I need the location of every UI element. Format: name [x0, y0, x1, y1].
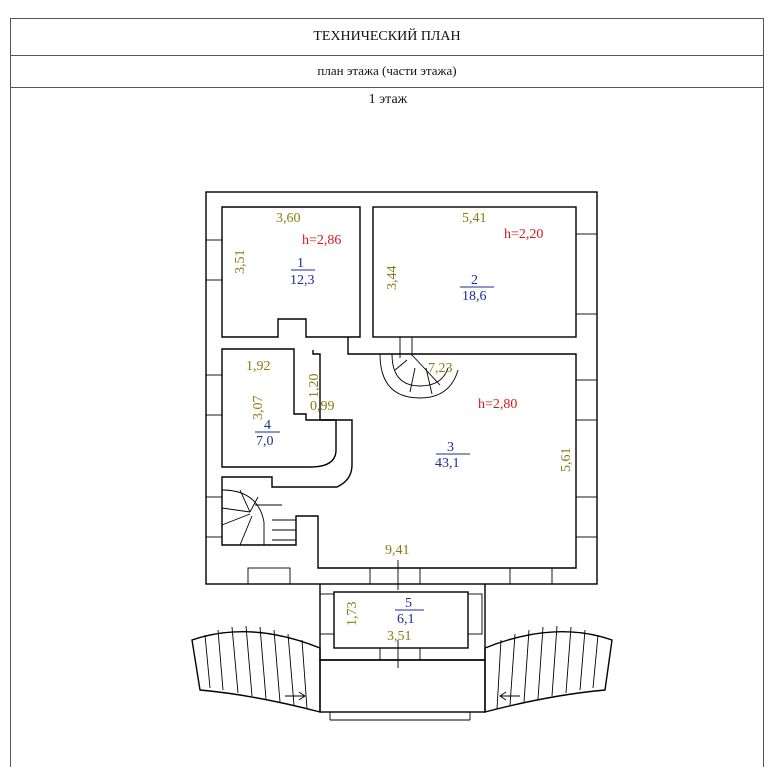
room-5-width: 1,73 [345, 602, 360, 627]
room-2-height: h=2,20 [504, 227, 543, 242]
spiral-stair [379, 337, 459, 399]
room-4-outline [221, 348, 337, 468]
room-3-outline [221, 337, 577, 569]
room-3-width: 5,61 [559, 448, 574, 473]
room-3-stair-dim: 7,23 [428, 361, 453, 376]
room-1-height: h=2,86 [302, 233, 341, 248]
room-1-number: 1 [297, 256, 304, 271]
arrows [285, 691, 520, 701]
room-4-length: 1,92 [246, 359, 271, 374]
plan-title: ТЕХНИЧЕСКИЙ ПЛАН [10, 18, 764, 56]
room-2-number: 2 [471, 273, 478, 288]
room-2-outline [372, 206, 577, 338]
room-5-area: 6,1 [397, 612, 415, 627]
windows [205, 233, 598, 661]
room-4-dim-a: 1,20 [307, 374, 322, 399]
room-3-number: 3 [447, 440, 454, 455]
room-1-outline [221, 206, 361, 338]
room-3-length: 9,41 [385, 543, 410, 558]
room-2-length: 5,41 [462, 211, 487, 226]
room-4-number: 4 [264, 418, 271, 433]
room-3-area: 43,1 [435, 456, 460, 471]
room-2-area: 18,6 [462, 289, 487, 304]
plan-subtitle: план этажа (части этажа) [10, 56, 764, 88]
room-5-length: 3,51 [387, 629, 412, 644]
floor-label: 1 этаж [368, 92, 408, 107]
room-1-area: 12,3 [290, 273, 315, 288]
room-4-dim-b: 0,99 [310, 399, 335, 414]
room-5-number: 5 [405, 596, 412, 611]
lower-stair [221, 489, 296, 546]
room-4-area: 7,0 [256, 434, 274, 449]
room-3-height: h=2,80 [478, 397, 517, 412]
porch [191, 625, 613, 721]
room-1-length: 3,60 [276, 211, 301, 226]
room-2-width: 3,44 [385, 266, 400, 291]
room-1-width: 3,51 [233, 250, 248, 275]
room-4-width: 3,07 [251, 396, 266, 421]
sheet-frame [10, 18, 764, 767]
